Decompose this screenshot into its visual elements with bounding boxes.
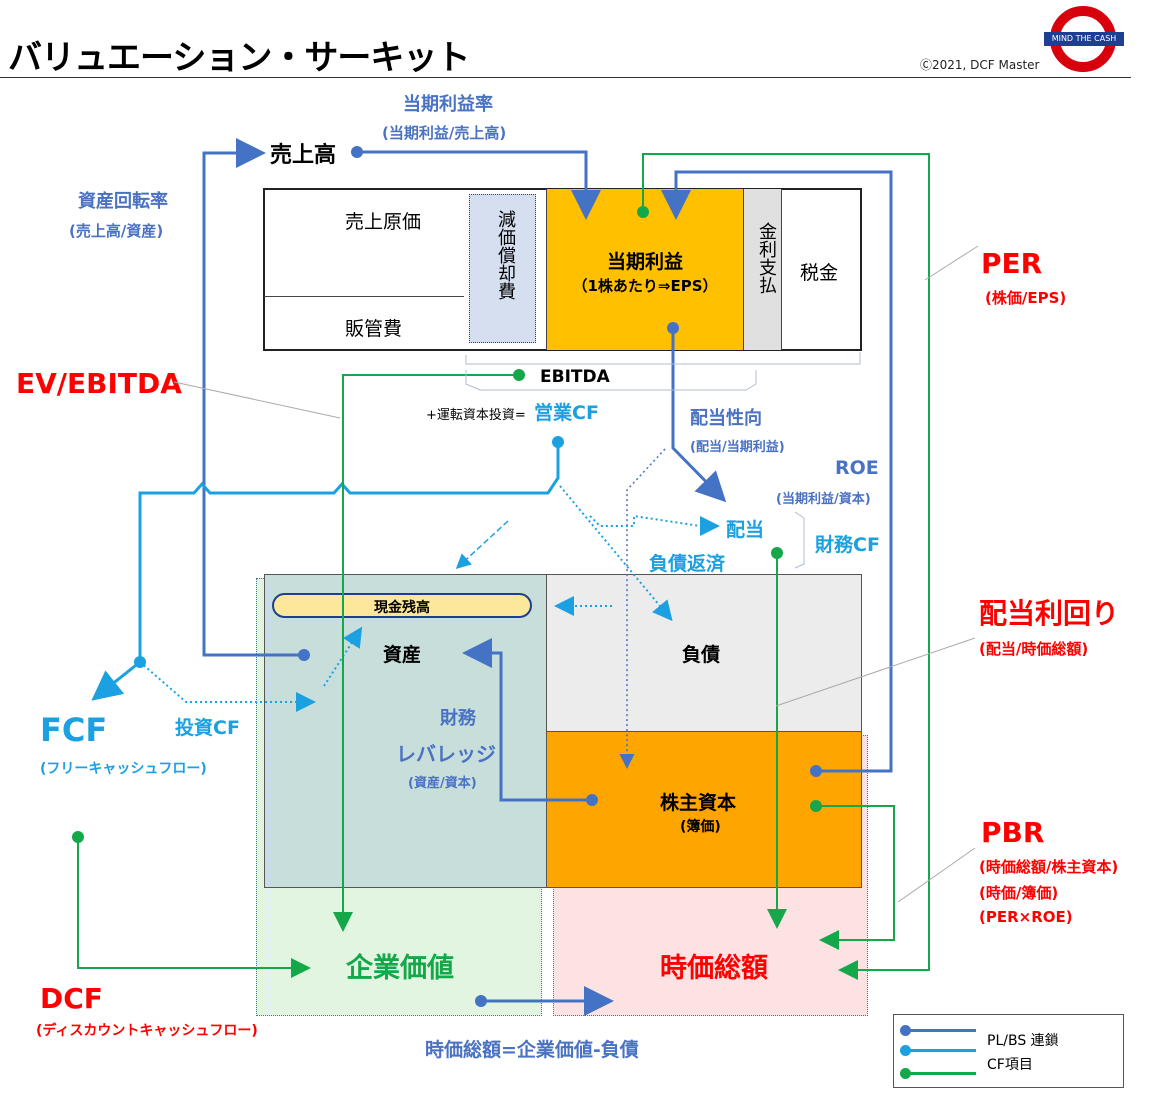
assets-label: 資産 xyxy=(383,644,422,666)
legend-item-2: CF項目 xyxy=(987,1057,1033,1073)
fcf-formula: (フリーキャッシュフロー) xyxy=(40,761,207,777)
legend-green-line xyxy=(906,1072,976,1075)
payout-label: 配当性向 xyxy=(690,408,762,429)
enterprise-value-label: 企業価値 xyxy=(346,953,454,984)
roe-label: ROE xyxy=(835,457,879,479)
page-title: バリュエーション・サーキット xyxy=(8,38,470,78)
cogs-label: 売上原価 xyxy=(345,211,422,233)
market-cap-label: 時価総額 xyxy=(660,953,768,984)
financing-cf-label: 財務CF xyxy=(815,534,880,556)
sga-label: 販管費 xyxy=(345,318,403,340)
tax-label: 税金 xyxy=(800,262,839,284)
ev-ebitda-label: EV/EBITDA xyxy=(16,367,182,400)
legend-cyan-dot xyxy=(900,1045,911,1056)
equity-label: 株主資本 xyxy=(660,792,737,814)
profit-margin-formula: (当期利益/売上高) xyxy=(382,124,507,142)
dividend-yield-label: 配当利回り xyxy=(979,597,1120,630)
cash-balance-label: 現金残高 xyxy=(374,600,430,616)
interest-cell xyxy=(744,189,782,350)
equity-box xyxy=(546,731,862,888)
net-income-label: 当期利益 xyxy=(606,251,683,273)
working-capital-label: +運転資本投資= xyxy=(426,408,526,423)
leverage-label-1: 財務 xyxy=(440,708,476,729)
pbr-formula-2: (時価/簿価) xyxy=(979,884,1059,902)
legend-blue-line xyxy=(906,1029,976,1032)
debt-repayment-label: 負債返済 xyxy=(649,553,726,575)
liabilities-box xyxy=(546,574,862,732)
cash-balance-pill xyxy=(272,593,532,618)
investing-cf-label: 投資CF xyxy=(175,717,240,739)
sales-label: 売上高 xyxy=(270,143,337,168)
pbr-formula-1: (時価総額/株主資本) xyxy=(979,858,1119,876)
dcf-label: DCF xyxy=(40,982,103,1015)
roe-formula: (当期利益/資本) xyxy=(776,492,871,507)
per-formula: (株価/EPS) xyxy=(985,289,1067,307)
dividend-label: 配当 xyxy=(726,519,765,541)
liabilities-label: 負債 xyxy=(682,644,721,666)
pbr-label: PBR xyxy=(981,816,1045,849)
legend-cyan-line xyxy=(906,1049,976,1052)
per-label: PER xyxy=(981,247,1043,280)
leverage-formula: (資産/資本) xyxy=(408,776,477,791)
dividend-yield-formula: (配当/時価総額) xyxy=(979,640,1089,658)
eps-label: （1株あたり⇒EPS） xyxy=(572,277,718,295)
legend-blue-dot xyxy=(900,1025,911,1036)
payout-formula: (配当/当期利益) xyxy=(690,440,785,455)
value-equation: 時価総額=企業価値-負債 xyxy=(425,1039,639,1061)
ebitda-label: EBITDA xyxy=(540,367,610,387)
legend-item-1: PL/BS 連鎖 xyxy=(987,1033,1059,1049)
copyright: Ⓒ2021, DCF Master xyxy=(920,58,1040,72)
leverage-label-2: レバレッジ xyxy=(396,742,496,766)
book-value-label: (簿価) xyxy=(680,819,721,835)
pl-cogs-divider xyxy=(264,296,464,297)
pbr-formula-3: (PER×ROE) xyxy=(979,908,1073,926)
depreciation-cell xyxy=(469,194,536,343)
operating-cf-label: 営業CF xyxy=(534,402,599,424)
legend-green-dot xyxy=(900,1068,911,1079)
mind-the-cash-logo: MIND THE CASH xyxy=(1044,6,1124,72)
fcf-label: FCF xyxy=(40,711,108,749)
header-divider xyxy=(0,77,1131,78)
asset-turnover-label: 資産回転率 xyxy=(78,191,168,212)
dcf-formula: (ディスカウントキャッシュフロー) xyxy=(36,1023,258,1039)
depreciation-label: 減価償却費 xyxy=(495,210,516,300)
profit-margin-label: 当期利益率 xyxy=(403,94,493,115)
asset-turnover-formula: (売上高/資産) xyxy=(69,222,164,240)
interest-label: 金利支払 xyxy=(756,222,777,294)
